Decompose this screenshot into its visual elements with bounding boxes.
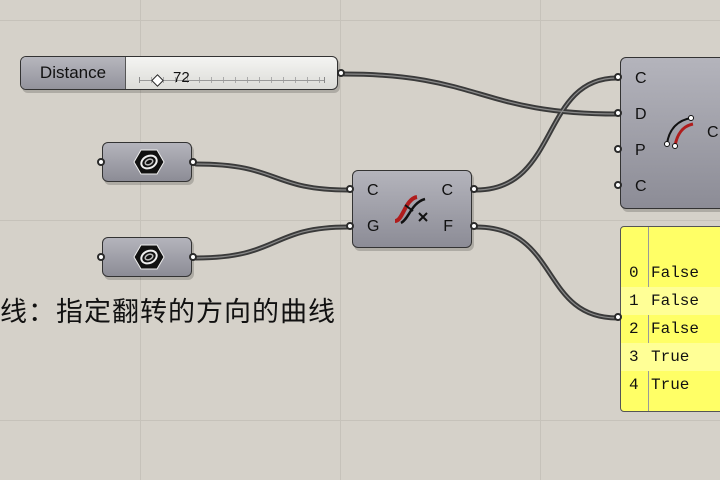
offset-input-port-p[interactable] xyxy=(614,145,622,153)
slider-output-port[interactable] xyxy=(337,69,345,77)
caption-text: 线：指定翻转的方向的曲线 xyxy=(0,297,336,328)
row-index: 4 xyxy=(629,376,639,394)
panel-header: { xyxy=(649,231,720,253)
list-item: 1 False xyxy=(621,287,720,315)
arc-curve-icon xyxy=(664,115,694,149)
output-label-c: C xyxy=(441,182,453,199)
boolean-panel[interactable]: { 0 False 1 False 2 False 3 True 4 True xyxy=(620,226,720,412)
list-item: 3 True xyxy=(621,343,720,371)
output-label-c: C xyxy=(707,124,719,141)
list-item: 0 False xyxy=(621,259,720,287)
input-label-c2: C xyxy=(635,178,647,195)
geometry-1-input-port[interactable] xyxy=(97,158,105,166)
flip-curve-icon xyxy=(394,195,428,225)
row-index: 2 xyxy=(629,320,639,338)
geometry-param-2[interactable] xyxy=(102,237,192,277)
row-index: 3 xyxy=(629,348,639,366)
input-label-p: P xyxy=(635,142,646,159)
flip-output-port-c[interactable] xyxy=(470,185,478,193)
panel-input-port[interactable] xyxy=(614,313,622,321)
row-index: 0 xyxy=(629,264,639,282)
slider-ticks xyxy=(139,77,325,83)
distance-slider[interactable]: Distance 72 xyxy=(20,56,338,90)
offset-input-port-c2[interactable] xyxy=(614,181,622,189)
offset-input-port-c[interactable] xyxy=(614,73,622,81)
row-value: True xyxy=(651,348,690,366)
geometry-param-1[interactable] xyxy=(102,142,192,182)
row-value: False xyxy=(651,320,700,338)
flip-input-port-g[interactable] xyxy=(346,222,354,230)
panel-separator xyxy=(648,227,649,411)
geometry-hex-icon xyxy=(133,149,165,175)
geometry-1-output-port[interactable] xyxy=(189,158,197,166)
row-value: False xyxy=(651,292,700,310)
row-index: 1 xyxy=(629,292,639,310)
input-label-c: C xyxy=(635,70,647,87)
flip-input-port-c[interactable] xyxy=(346,185,354,193)
output-label-f: F xyxy=(443,218,453,235)
geometry-2-input-port[interactable] xyxy=(97,253,105,261)
offset-input-port-d[interactable] xyxy=(614,109,622,117)
geometry-2-output-port[interactable] xyxy=(189,253,197,261)
slider-value: 72 xyxy=(173,69,190,86)
geometry-hex-icon xyxy=(133,244,165,270)
row-value: True xyxy=(651,376,690,394)
list-item: 2 False xyxy=(621,315,720,343)
flip-output-port-f[interactable] xyxy=(470,222,478,230)
slider-label: Distance xyxy=(21,57,126,89)
flip-curve-component[interactable]: C G C F xyxy=(352,170,472,248)
input-label-g: G xyxy=(367,218,380,235)
row-value: False xyxy=(651,264,700,282)
input-label-c: C xyxy=(367,182,379,199)
input-label-d: D xyxy=(635,106,647,123)
slider-track[interactable]: 72 xyxy=(139,65,325,87)
list-item: 4 True xyxy=(621,371,720,399)
offset-curve-component[interactable]: C D P C C xyxy=(620,57,720,209)
